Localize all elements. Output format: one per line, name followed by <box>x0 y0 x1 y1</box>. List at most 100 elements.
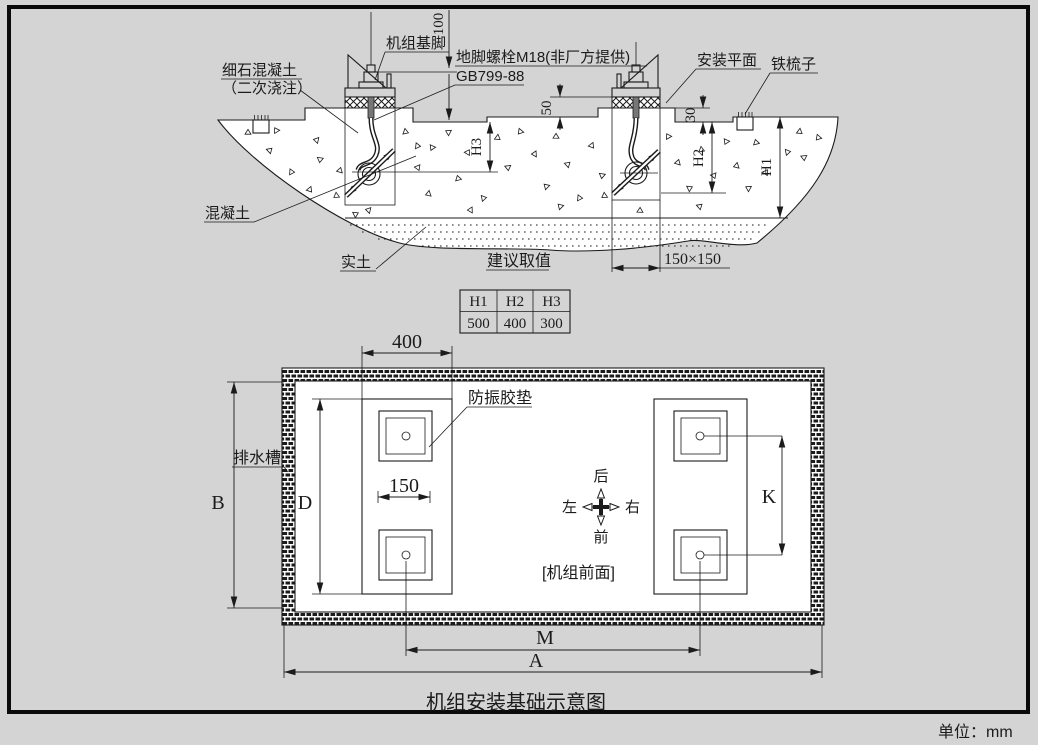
label-machine-foot: 机组基脚 <box>374 35 449 81</box>
speckle <box>552 132 560 139</box>
concrete-body <box>216 107 839 252</box>
label-install-plane: 安装平面 <box>665 52 761 104</box>
speckle <box>466 206 473 214</box>
svg-text:（二次浇注）: （二次浇注） <box>222 80 312 97</box>
speckle <box>761 169 768 177</box>
dim-h2: H2 <box>661 122 726 194</box>
speckle <box>601 191 609 198</box>
svg-text:防振胶垫: 防振胶垫 <box>468 389 532 407</box>
dim-30: 30 <box>661 95 710 135</box>
speckle <box>274 127 281 135</box>
speckle <box>480 194 488 203</box>
left-iron-comb <box>252 115 270 134</box>
speckle <box>312 136 320 145</box>
speckle <box>413 164 421 172</box>
speckle <box>577 194 584 202</box>
speckle <box>563 161 571 169</box>
speckle <box>402 127 410 135</box>
speckle <box>455 174 463 182</box>
speckle <box>316 156 325 164</box>
speckle <box>530 150 537 158</box>
table-value-h2: 400 <box>504 316 527 332</box>
right-rail <box>653 398 748 595</box>
plan-view: 400 B D 150 K <box>211 331 825 714</box>
label-solid-soil: 实土 <box>340 226 427 272</box>
table-header-h2: H2 <box>506 294 524 310</box>
dim-a-label: A <box>529 650 544 672</box>
left-anchor-assembly <box>344 12 396 206</box>
bolt-nut <box>628 71 644 83</box>
compass-right: 右 <box>625 499 640 516</box>
machine-foot-gusset <box>347 53 387 89</box>
svg-text:铁梳子: 铁梳子 <box>771 56 816 73</box>
dim-50: 50 <box>539 84 612 130</box>
svg-text:实土: 实土 <box>341 254 371 271</box>
orientation-compass: 后 前 左 右 <box>562 468 640 546</box>
dim-100: 100 <box>375 10 457 120</box>
svg-text:安装平面: 安装平面 <box>697 52 757 69</box>
dim-100-label: 100 <box>431 13 447 36</box>
label-concrete: 混凝土 <box>204 155 417 223</box>
table-header-h1: H1 <box>469 294 487 310</box>
speckle <box>698 145 706 153</box>
drawing-title: 机组安装基础示意图 <box>426 691 606 714</box>
left-rail <box>361 398 453 595</box>
speckle <box>673 158 681 166</box>
label-drain-channel: 排水槽 <box>232 449 289 473</box>
pocket-size-label: 150×150 <box>664 251 721 268</box>
compass-front: 前 <box>593 529 608 546</box>
speckle <box>424 189 432 197</box>
speckle <box>795 127 803 135</box>
speckle <box>463 149 470 157</box>
speckle <box>244 128 252 135</box>
dim-150-label: 150 <box>389 475 419 497</box>
dim-h3-label: H3 <box>469 138 485 156</box>
machine-foot-gusset <box>620 53 659 89</box>
speckle <box>666 133 673 141</box>
dim-pocket-150x150: 150×150 <box>612 251 730 272</box>
speckle <box>333 191 341 198</box>
dim-b: B <box>211 381 284 609</box>
dim-a: A <box>283 625 823 678</box>
speckle <box>543 183 551 191</box>
speckle <box>598 172 607 180</box>
speckle <box>815 133 823 141</box>
speckle <box>587 141 595 149</box>
speckle <box>493 133 501 140</box>
dim-m-label: M <box>536 627 554 649</box>
svg-text:机组基脚: 机组基脚 <box>386 35 446 52</box>
svg-text:混凝土: 混凝土 <box>205 205 250 222</box>
dim-d-label: D <box>298 492 312 514</box>
speckle <box>636 206 644 213</box>
speckle <box>557 203 565 211</box>
table-value-h1: 500 <box>467 316 490 332</box>
speckle <box>745 186 753 193</box>
soil-dotted-rows <box>350 224 768 247</box>
label-anti-vibration-pad: 防振胶垫 <box>428 389 532 448</box>
speckle <box>305 185 313 193</box>
compass-rear: 后 <box>593 468 608 485</box>
speckle <box>800 155 808 162</box>
speckle <box>517 127 525 135</box>
dim-150: 150 <box>377 475 431 503</box>
dim-h1: H1 <box>759 117 784 218</box>
right-anchor-assembly <box>611 42 661 272</box>
dim-d: D <box>298 398 362 595</box>
unit-note: 单位：mm <box>938 723 1013 741</box>
dim-k-label: K <box>762 486 777 508</box>
dim-400-label: 400 <box>392 331 422 353</box>
dim-h2-label: H2 <box>691 149 707 167</box>
compass-left: 左 <box>562 499 577 516</box>
recommended-title: 建议取值 <box>487 252 551 270</box>
speckle <box>351 211 359 219</box>
dim-m: M <box>405 561 701 656</box>
drawing-frame <box>7 5 1030 714</box>
dim-50-label: 50 <box>539 101 555 116</box>
dim-30-label: 30 <box>683 108 699 123</box>
speckle <box>695 203 703 211</box>
dim-400: 400 <box>361 331 453 399</box>
speckle <box>335 166 343 174</box>
speckle <box>289 168 296 176</box>
label-fine-concrete: 细石混凝土 （二次浇注） <box>221 62 359 134</box>
